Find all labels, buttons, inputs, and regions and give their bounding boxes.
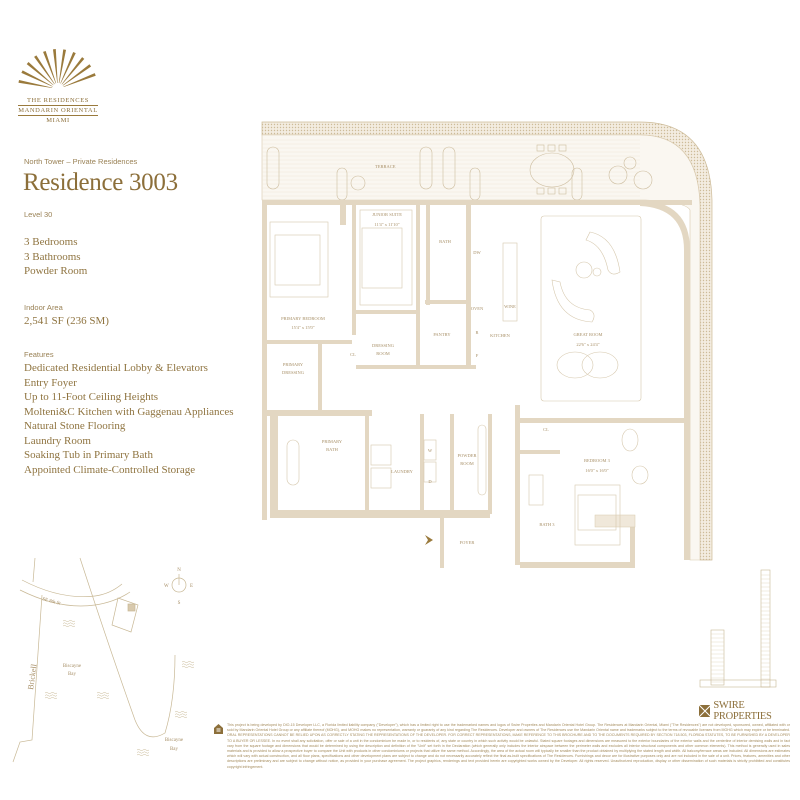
pantry-label: PANTRY [433, 332, 451, 337]
dressing-room-label: DRESSING [372, 343, 395, 348]
bay-label-south: Biscayne [165, 738, 184, 743]
laundry-label: LAUNDRY [391, 469, 414, 474]
bedrooms-count: 3 Bedrooms [24, 236, 78, 248]
logo-line-3: MIAMI [46, 117, 70, 124]
logo-line-1: THE RESIDENCES [26, 97, 90, 104]
bay-label-2: Bay [68, 672, 77, 677]
level-label: Level 30 [24, 210, 53, 219]
primary-bath-label-2: BATH [326, 447, 339, 452]
fan-blade [58, 49, 67, 84]
fan-logo-icon [18, 49, 96, 89]
compass-s: S [178, 601, 181, 606]
feature-item: Molteni&C Kitchen with Gaggenau Applianc… [24, 405, 234, 418]
features-label: Features [24, 350, 54, 359]
fan-blade [63, 73, 96, 88]
oven-label: OVEN [471, 306, 484, 311]
fan-blade [62, 64, 92, 86]
page-title: Residence 3003 [23, 169, 178, 196]
fan-blade [60, 51, 76, 84]
tower-subtitle: North Tower – Private Residences [24, 157, 138, 166]
fan-blade [43, 50, 57, 84]
building-site-icon [111, 597, 139, 633]
wine-label: WINE [504, 304, 516, 309]
terrace-label: TERRACE [375, 164, 396, 169]
dressing-room-label-2: ROOM [376, 351, 390, 356]
features-list: Dedicated Residential Lobby & Elevators … [24, 361, 234, 477]
washer-label: W [428, 448, 433, 453]
closet-label: CL [350, 352, 356, 357]
indoor-area-label: Indoor Area [24, 303, 63, 312]
bath-3-label: BATH 3 [539, 522, 555, 527]
great-room-dim: 22'6" x 24'4" [576, 342, 599, 347]
feature-item: Natural Stone Flooring [24, 420, 126, 432]
dryer-label: D [428, 479, 432, 484]
bedroom-3-dim: 16'0" x 16'0" [585, 468, 608, 473]
compass-e: E [190, 584, 193, 589]
street-line [21, 579, 123, 597]
powder-room-label: POWDER [458, 453, 477, 458]
interior-furniture [269, 209, 649, 546]
dw-label: DW [473, 250, 481, 255]
fan-blade [18, 79, 53, 89]
indoor-area-value: 2,541 SF (236 SM) [24, 315, 109, 327]
primary-bedroom-label: PRIMARY BEDROOM [281, 316, 325, 321]
equal-housing-opportunity-icon [214, 724, 223, 734]
freezer-label: F [476, 353, 479, 358]
feature-item: Laundry Room [24, 434, 91, 447]
bay-label-south-2: Bay [170, 747, 179, 752]
street-label: SE 8th St [41, 597, 61, 607]
feature-item: Appointed Climate-Controlled Storage [24, 463, 196, 476]
swire-properties-text: SWIRE PROPERTIES [713, 700, 772, 722]
kitchen-label: KITCHEN [490, 333, 510, 338]
fan-blade [26, 61, 54, 86]
fridge-label: R [475, 330, 478, 335]
bedroom-3-label: BEDROOM 3 [584, 458, 611, 463]
water-waves-icon [44, 620, 195, 756]
great-room-label: GREAT ROOM [573, 332, 602, 337]
fan-blade [52, 49, 58, 84]
walls [262, 200, 692, 568]
bath-label: BATH [439, 239, 452, 244]
bay-label: Biscayne [63, 664, 82, 669]
logo-line-2: MANDARIN ORIENTAL [18, 105, 98, 116]
brickell-road [12, 557, 43, 763]
primary-dressing-label: PRIMARY [283, 362, 304, 367]
legal-disclaimer: This project is being developed by DIO-1… [227, 723, 790, 769]
fan-blade [61, 57, 85, 85]
closet-label-2: CL [543, 427, 549, 432]
swire-logo-icon [699, 705, 711, 717]
powder-room-label-2: ROOM [460, 461, 474, 466]
entry-arrow-icon [425, 535, 433, 545]
junior-suite-dim: 11'4" x 11'10" [374, 222, 399, 227]
junior-suite-label: JUNIOR SUITE [372, 212, 402, 217]
powder-room: Powder Room [24, 265, 88, 277]
feature-item: Up to 11-Foot Ceiling Heights [24, 391, 159, 403]
compass-n: N [177, 568, 181, 573]
feature-item: Soaking Tub in Primary Bath [24, 449, 153, 461]
mandarin-oriental-logo: THE RESIDENCES MANDARIN ORIENTAL MIAMI [18, 33, 98, 125]
primary-bedroom-dim: 15'4" x 15'0" [291, 325, 314, 330]
fan-blade [34, 55, 55, 85]
fan-blade [21, 70, 53, 87]
bathrooms-count: 3 Bathrooms [24, 250, 81, 263]
feature-item: Entry Foyer [24, 376, 77, 389]
primary-bath-label: PRIMARY [322, 439, 343, 444]
compass-w: W [164, 584, 169, 589]
avenue-label: Brickell [26, 663, 39, 691]
foyer-label: FOYER [460, 540, 475, 545]
swire-properties-logo: SWIRE PROPERTIES [699, 700, 800, 722]
room-summary: 3 Bedrooms 3 Bathrooms Powder Room [24, 235, 87, 279]
shoreline [79, 557, 176, 738]
feature-item: Dedicated Residential Lobby & Elevators [24, 362, 208, 374]
primary-dressing-label-2: DRESSING [282, 370, 305, 375]
